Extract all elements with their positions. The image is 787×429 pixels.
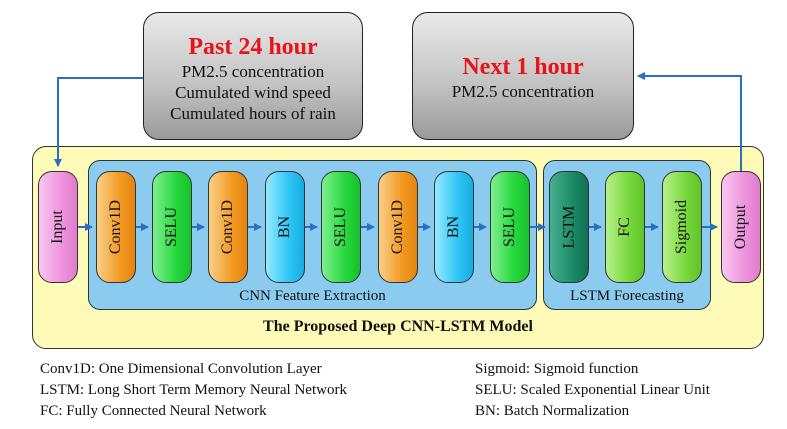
layer-fc: FC: [605, 171, 645, 283]
legend-bn: BN: Batch Normalization: [475, 403, 630, 419]
layer-conv1d-1: Conv1D: [96, 171, 136, 283]
layer-bn-2: BN: [434, 171, 474, 283]
output-line-1: PM2.5 concentration: [451, 82, 595, 101]
legend-conv1d: Conv1D: One Dimensional Convolution Laye…: [40, 361, 322, 377]
layer-output: Output: [721, 171, 761, 283]
input-line-1: PM2.5 concentration: [181, 62, 325, 81]
legend-selu: SELU: Scaled Exponential Linear Unit: [475, 382, 710, 398]
past-24-hour-box: Past 24 hour PM2.5 concentration Cumulat…: [143, 12, 363, 140]
layer-selu-3: SELU: [490, 171, 530, 283]
layer-conv1d-2: Conv1D: [208, 171, 248, 283]
input-line-2: Cumulated wind speed: [175, 83, 331, 102]
input-line-3: Cumulated hours of rain: [170, 104, 336, 123]
layer-selu-2: SELU: [321, 171, 361, 283]
layer-bn-1: BN: [265, 171, 305, 283]
cnn-region-label: CNN Feature Extraction: [239, 288, 386, 304]
next-1-hour-box: Next 1 hour PM2.5 concentration: [412, 12, 634, 140]
layer-input: Input: [38, 171, 78, 283]
next-1-hour-title: Next 1 hour: [462, 54, 584, 80]
model-title: The Proposed Deep CNN-LSTM Model: [263, 318, 533, 335]
lstm-region-label: LSTM Forecasting: [570, 288, 684, 304]
layer-lstm: LSTM: [549, 171, 589, 283]
layer-conv1d-3: Conv1D: [378, 171, 418, 283]
past-24-hour-title: Past 24 hour: [188, 34, 318, 60]
legend-right: Sigmoid: Sigmoid function SELU: Scaled E…: [475, 359, 710, 422]
legend-left: Conv1D: One Dimensional Convolution Laye…: [40, 359, 347, 422]
legend-sigmoid: Sigmoid: Sigmoid function: [475, 361, 639, 377]
legend-fc: FC: Fully Connected Neural Network: [40, 403, 267, 419]
layer-sigmoid: Sigmoid: [662, 171, 702, 283]
layer-selu-1: SELU: [152, 171, 192, 283]
legend-lstm: LSTM: Long Short Term Memory Neural Netw…: [40, 382, 347, 398]
